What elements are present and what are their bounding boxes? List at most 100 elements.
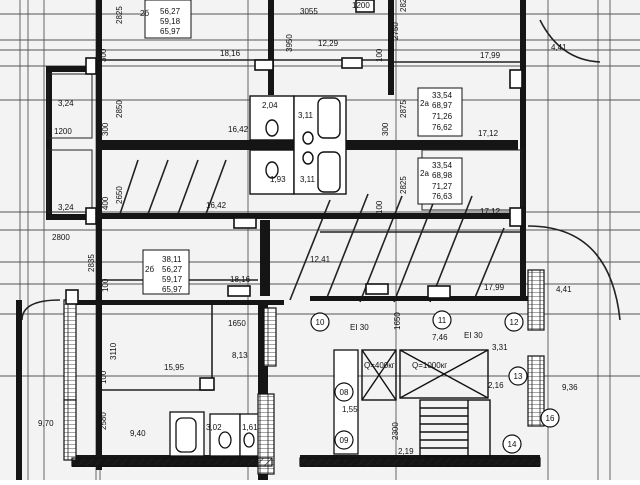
dimension: 1200 bbox=[352, 1, 370, 10]
apartment-type: 2б bbox=[140, 9, 149, 18]
dimension: 2300 bbox=[391, 422, 400, 440]
room-area: 2,16 bbox=[488, 381, 504, 390]
room-area: 3,11 bbox=[300, 175, 316, 184]
room-number: 12 bbox=[510, 318, 519, 327]
bathroom-block bbox=[249, 95, 347, 195]
room-area: 3,24 bbox=[58, 203, 74, 212]
room-area: 12,41 bbox=[310, 255, 331, 264]
room-area: 17,99 bbox=[480, 51, 501, 60]
room-area: 4,41 bbox=[551, 43, 567, 52]
dimension: 300 bbox=[101, 122, 110, 136]
stair-core bbox=[361, 349, 491, 457]
dimension: 100 bbox=[375, 200, 384, 214]
room-area: 17,12 bbox=[480, 207, 501, 216]
lift-capacity-label: Q=1000кг bbox=[412, 361, 447, 370]
apartment-area-total: 68,97 bbox=[432, 101, 453, 110]
room-area: 16,42 bbox=[228, 125, 249, 134]
circled-number-labels: 10 11 12 08 09 13 14 16 bbox=[316, 316, 555, 449]
room-area: 1,93 bbox=[270, 175, 286, 184]
circled-numbers bbox=[310, 310, 560, 454]
apartment-type: 2б bbox=[145, 265, 154, 274]
room-area: 1,61 bbox=[242, 423, 258, 432]
apartment-area-total: 68,98 bbox=[432, 171, 453, 180]
apartment-area-balcony: 65,97 bbox=[162, 285, 183, 294]
room-area: 17,12 bbox=[478, 129, 499, 138]
room-area: 7,46 bbox=[432, 333, 448, 342]
room-area: 3,24 bbox=[58, 99, 74, 108]
window-markers bbox=[65, 0, 523, 391]
lift-capacity-label: Q=400кг bbox=[364, 361, 395, 370]
fire-rating-label: EI 30 bbox=[464, 331, 483, 340]
fire-rating-label: EI 30 bbox=[350, 323, 369, 332]
apartment-area-total: 59,18 bbox=[160, 17, 181, 26]
dimension: 2800 bbox=[52, 233, 70, 242]
annotations: EI 30 EI 30 Q=400кг Q=1000кг bbox=[350, 323, 483, 370]
room-area: 1,55 bbox=[340, 457, 356, 466]
room-area: 18,16 bbox=[220, 49, 241, 58]
room-area: 15,95 bbox=[164, 363, 185, 372]
room-area: 3,11 bbox=[298, 111, 314, 120]
room-area: 18,16 bbox=[230, 275, 251, 284]
room-number: 09 bbox=[340, 436, 349, 445]
dimension: 300 bbox=[99, 48, 108, 62]
dimension: 3110 bbox=[109, 342, 118, 360]
apartment-area-balcony: 76,63 bbox=[432, 192, 453, 201]
dimension: 2750 bbox=[391, 22, 400, 40]
room-area: 2,19 bbox=[398, 447, 414, 456]
room-number: 11 bbox=[438, 316, 447, 325]
apartment-area-balcony: 76,62 bbox=[432, 123, 453, 132]
room-number: 16 bbox=[546, 414, 555, 423]
apartment-area-living: 38,11 bbox=[162, 255, 182, 264]
dimension: 2825 bbox=[399, 0, 408, 12]
apartment-box-2b-lower: 2б 38,11 56,27 59,17 65,97 bbox=[145, 255, 183, 294]
dimension: 100 bbox=[101, 278, 110, 292]
room-area: 9,40 bbox=[130, 429, 146, 438]
apartment-area-common: 71,27 bbox=[432, 182, 453, 191]
dimension: 1650 bbox=[228, 319, 246, 328]
room-area: 4,41 bbox=[556, 285, 572, 294]
dimension: 1650 bbox=[393, 312, 402, 330]
room-area: 3,02 bbox=[206, 423, 222, 432]
apartment-type: 2а bbox=[420, 169, 429, 178]
apartment-box-2a-lower: 2а 33,54 68,98 71,27 76,63 bbox=[420, 161, 453, 201]
dimension: 400 bbox=[101, 196, 110, 210]
apartment-box-2a-upper: 2а 33,54 68,97 71,26 76,62 bbox=[420, 91, 453, 132]
dimension: 1200 bbox=[54, 127, 72, 136]
room-number: 10 bbox=[316, 318, 325, 327]
dimension: 3055 bbox=[300, 7, 318, 16]
apartment-area-total: 56,27 bbox=[162, 265, 183, 274]
room-number: 14 bbox=[508, 440, 517, 449]
apartment-box-2b-top: 2б 56,27 59,18 65,97 bbox=[140, 7, 181, 36]
room-area: 9,36 bbox=[562, 383, 578, 392]
apartment-area-common: 71,26 bbox=[432, 112, 453, 121]
apartment-area-common: 59,17 bbox=[162, 275, 183, 284]
apartment-type: 2а bbox=[420, 99, 429, 108]
room-area: 17,99 bbox=[484, 283, 505, 292]
room-area: 1,55 bbox=[342, 405, 358, 414]
dimension: 100 bbox=[99, 370, 108, 384]
dimension: 2875 bbox=[399, 100, 408, 118]
dimension-labels: 2825 3055 3950 2750 2825 300 100 2850 30… bbox=[52, 0, 408, 440]
dimension: 2850 bbox=[115, 100, 124, 118]
dimension: 2835 bbox=[87, 254, 96, 272]
apartment-area-balcony: 65,97 bbox=[160, 27, 181, 36]
dimension: 100 bbox=[375, 48, 384, 62]
room-area: 16,42 bbox=[206, 201, 227, 210]
apartment-area-living: 33,54 bbox=[432, 91, 453, 100]
dimension: 3950 bbox=[285, 34, 294, 52]
room-area: 12,29 bbox=[318, 39, 339, 48]
dimension: 2825 bbox=[399, 176, 408, 194]
dimension: 2650 bbox=[115, 186, 124, 204]
room-area: 8,13 bbox=[232, 351, 248, 360]
apartment-area-living: 33,54 bbox=[432, 161, 453, 170]
room-area: 9,70 bbox=[38, 419, 54, 428]
room-number: 13 bbox=[514, 372, 523, 381]
thin-walls bbox=[21, 19, 621, 391]
room-area: 2,04 bbox=[262, 101, 278, 110]
room-number: 08 bbox=[340, 388, 349, 397]
dimension: 2580 bbox=[99, 412, 108, 430]
dimension: 300 bbox=[381, 122, 390, 136]
apartment-boxes bbox=[142, 0, 463, 295]
